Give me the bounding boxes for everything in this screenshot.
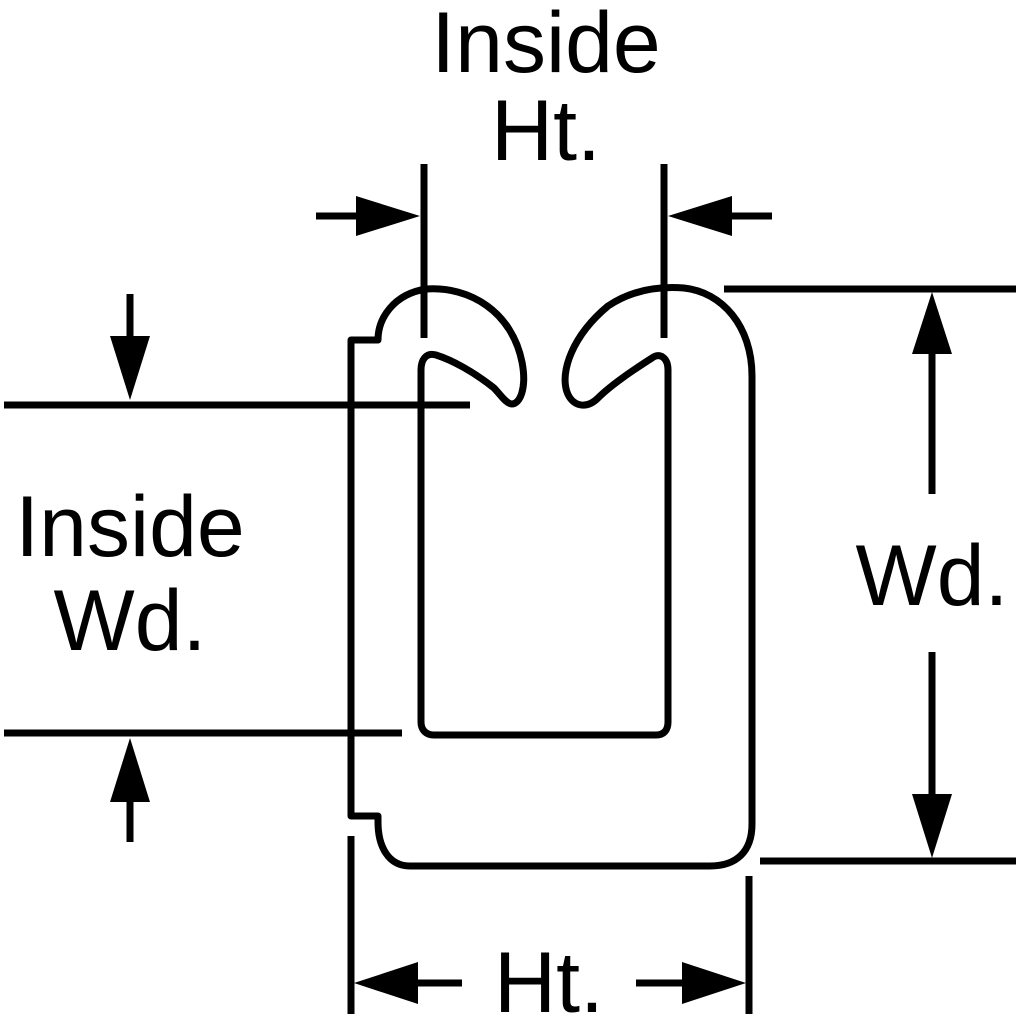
wd-arrowhead-bottom (912, 794, 952, 858)
ht-arrowhead-right (682, 962, 746, 1004)
inside-wd-arrowhead-top (110, 336, 150, 400)
inside-ht-arrowhead-left (356, 196, 420, 236)
dimension-lines (4, 164, 1016, 1014)
ht-arrowhead-left (354, 962, 418, 1004)
inside-ht-arrowhead-right (668, 196, 732, 236)
wd-label: Wd. (856, 528, 1009, 624)
inside-wd-arrowhead-bottom (110, 738, 150, 802)
inside-ht-label-line2: Ht. (491, 83, 601, 179)
inside-ht-label-line1: Inside (431, 0, 661, 91)
outer-body-outline (347, 284, 756, 870)
labels: Inside Ht. Inside Wd. Wd. Ht. (15, 0, 1008, 1017)
wd-arrowhead-top (912, 292, 952, 354)
inside-wd-label-line1: Inside (15, 479, 245, 575)
grommet-profile (347, 284, 756, 870)
arrowheads (110, 196, 952, 1004)
inside-wd-label-line2: Wd. (54, 573, 207, 669)
ht-label: Ht. (494, 935, 604, 1017)
